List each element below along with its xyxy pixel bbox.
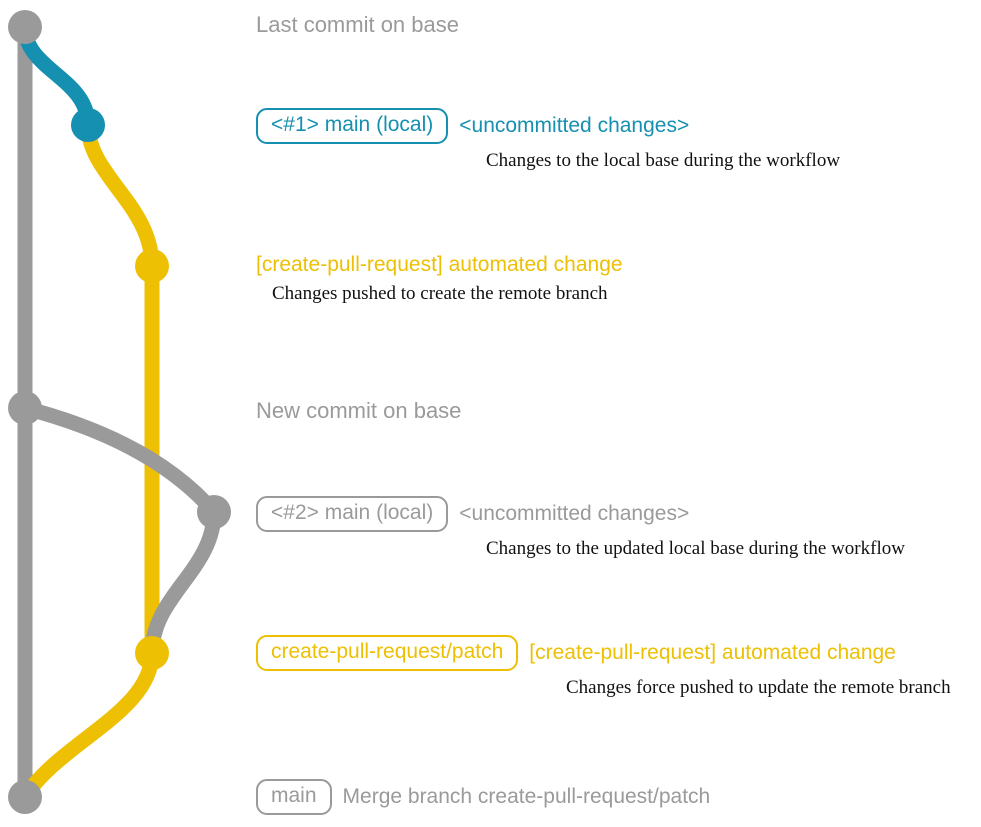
commit-node-base-last — [8, 10, 42, 44]
commit-message-remote-create: [create-pull-request] automated change — [256, 253, 623, 276]
annotation-local-uncommitted-1: <#1> main (local) <uncommitted changes> … — [256, 108, 840, 172]
edge-remote-update-to-merge — [17, 645, 160, 805]
merge-headline: main Merge branch create-pull-request/pa… — [256, 779, 711, 816]
annotation-remote-create: [create-pull-request] automated change C… — [256, 253, 623, 305]
commit-message-merge: Merge branch create-pull-request/patch — [342, 785, 711, 808]
commit-nodes — [8, 10, 231, 814]
commit-node-remote-create — [135, 249, 169, 283]
commit-note-local-2: Changes to the updated local base during… — [486, 538, 905, 560]
annotation-last-commit-on-base: Last commit on base — [256, 12, 459, 37]
commit-note-local-1: Changes to the local base during the wor… — [486, 150, 841, 172]
edge-base-to-local2 — [17, 400, 222, 520]
annotation-new-commit-on-base: New commit on base — [256, 398, 461, 423]
local-2-headline: <#2> main (local) <uncommitted changes> — [256, 496, 690, 533]
annotation-remote-update: create-pull-request/patch [create-pull-r… — [256, 635, 951, 699]
local-1-headline: <#1> main (local) <uncommitted changes> — [256, 108, 690, 145]
edge-local1-to-remote — [80, 117, 160, 274]
commit-node-local-1 — [71, 108, 105, 142]
commit-node-base-new — [8, 391, 42, 425]
last-commit-on-base-label: Last commit on base — [256, 12, 459, 37]
branch-pill-create-pull-request-patch[interactable]: create-pull-request/patch — [256, 635, 519, 672]
commit-node-local-2 — [197, 495, 231, 529]
annotation-merge: main Merge branch create-pull-request/pa… — [256, 779, 711, 816]
commit-message-remote-update: [create-pull-request] automated change — [529, 641, 896, 664]
new-commit-on-base-label: New commit on base — [256, 398, 462, 423]
commit-node-remote-update — [135, 636, 169, 670]
commit-message-local-1: <uncommitted changes> — [459, 114, 690, 137]
branch-pill-local-1[interactable]: <#1> main (local) — [256, 108, 449, 145]
commit-message-local-2: <uncommitted changes> — [459, 502, 690, 525]
remote-update-headline: create-pull-request/patch [create-pull-r… — [256, 635, 896, 672]
commit-node-base-merge — [8, 780, 42, 814]
annotation-local-uncommitted-2: <#2> main (local) <uncommitted changes> … — [256, 496, 905, 560]
remote-create-headline: [create-pull-request] automated change — [256, 253, 623, 277]
commit-note-remote-update: Changes force pushed to update the remot… — [566, 677, 951, 699]
branch-pill-local-2[interactable]: <#2> main (local) — [256, 496, 449, 533]
branch-pill-main[interactable]: main — [256, 779, 332, 816]
edge-local2-to-remote-update — [144, 504, 222, 661]
commit-note-remote-create: Changes pushed to create the remote bran… — [272, 283, 608, 305]
